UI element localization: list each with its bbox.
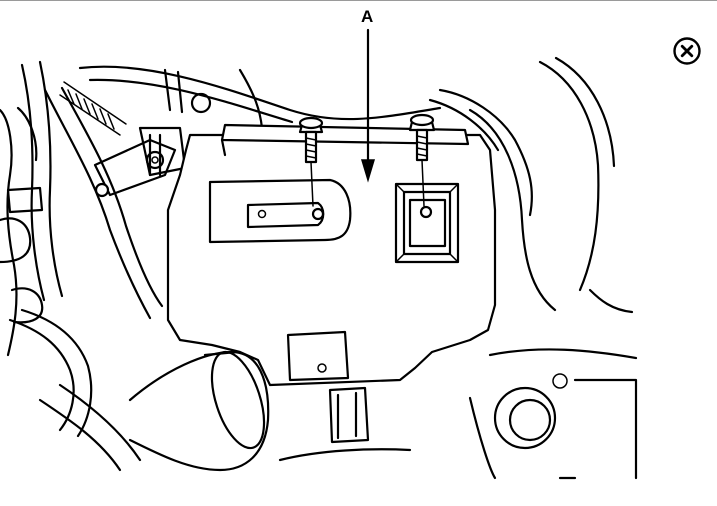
coil-spring: [59, 81, 127, 136]
mounting-bolt-right: [408, 113, 436, 207]
top-divider: [0, 0, 717, 1]
callout-a: A: [360, 7, 376, 183]
module-housing: [166, 123, 497, 387]
callout-label-a: A: [361, 7, 373, 26]
upper-hoses: [78, 65, 533, 217]
close-button[interactable]: [672, 36, 702, 66]
engine-components-right: [468, 56, 638, 480]
mounting-bolt-left: [298, 116, 324, 207]
close-icon: [673, 37, 701, 65]
engine-components-left: [0, 60, 412, 472]
